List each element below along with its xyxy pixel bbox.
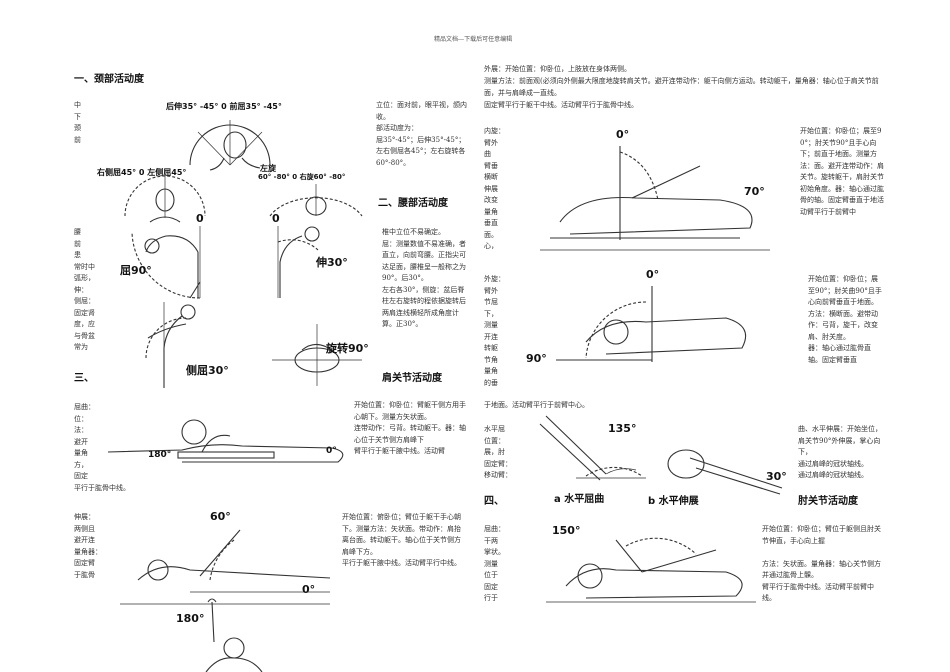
neck-section-title: 一、颈部活动度 — [74, 74, 144, 85]
neck-flex-ext-label: 后伸35° -45° 0 前屈35° -45° — [166, 102, 282, 111]
elbow-deg: 150° — [552, 524, 581, 537]
abduction-text-2: 测量方法：前面观(必须向外侧最大限度地旋转肩关节。避开连带动作：躯干向侧方运动。… — [484, 77, 879, 97]
external-rotation-left-text: 外旋： 臂外 节屈 下， 测量 开连 转躯 节角 量角 的垂 — [484, 275, 505, 387]
page-header: 精品文档---下载后可任意编辑 — [434, 36, 513, 43]
shoulder-extension-figure — [120, 529, 331, 605]
shoulder-extension-left-text: 伸展： 两侧且 避开连 量角器： 固定臂 于肱骨 — [74, 513, 102, 579]
lumbar-rotation-figure — [272, 324, 362, 386]
horizontal-right-text: 曲、水平伸展：开始坐位，肩关节90°外伸展，掌心向下， 通过肩峰的冠状轴线。 通… — [798, 425, 882, 479]
neck-flexion-figure — [189, 120, 271, 171]
neck-right-text: 立位：面对前，眼平视，颌内收。 部活动度为： 屈35°-45°；后伸35°-45… — [376, 101, 467, 167]
lumbar-flexion-label: 屈90° — [120, 264, 152, 277]
elbow-section-title: 肘关节活动度 — [798, 496, 858, 507]
internal-rotation-figure — [540, 146, 770, 251]
shoulder-flexion-deg-b: 0° — [326, 446, 337, 456]
shoulder-extension-right-text: 开始位置：俯卧位；臂位于躯干手心朝下。测量方法：矢状面。带动作：肩抬离台面。转动… — [342, 513, 461, 567]
neck-rotation-label: 60° -80° 0 右旋60° -80° — [258, 173, 346, 181]
neck-rotation-figure — [269, 184, 363, 217]
elbow-left-text: 屈曲： 干两 掌状。 测量 位于 固定 行于 — [484, 525, 505, 602]
external-rotation-figure — [556, 286, 747, 362]
external-rotation-bottom-text: 于地面。活动臂平行于前臂中心。 — [484, 401, 589, 409]
shoulder-flexion-deg-a: 180° — [148, 450, 172, 460]
lumbar-extension-label: 伸30° — [316, 256, 348, 269]
shoulder-title-num: 三、 — [74, 373, 94, 384]
external-rotation-deg-b: 90° — [526, 352, 547, 365]
lumbar-left-text: 腰 前 患 常时中 弧形， 伸： 侧屈： 固定肾 度，应 与骨盆 常为 — [74, 228, 95, 351]
horizontal-deg-a: 135° — [608, 422, 637, 435]
internal-rotation-right-text: 开始位置：仰卧位；展至90°；肘关节90°且手心向下；前直于地面。测量方法：面。… — [800, 127, 884, 216]
external-rotation-right-text: 开始位置：仰卧位；展至90°；肘关曲90°且手心向前臂垂直于地面。方法：横断面。… — [808, 275, 882, 364]
neck-lateral-figure — [124, 175, 206, 223]
neck-lateral-label: 右侧屈45° 0 左侧屈45° — [97, 168, 187, 177]
horizontal-deg-b: 30° — [766, 470, 787, 483]
horizontal-flexion-figure — [539, 415, 646, 481]
lumbar-rotation-label: 旋转90° — [326, 342, 369, 355]
internal-rotation-deg-b: 70° — [744, 185, 765, 198]
abduction-text-1: 外展：开始位置：仰卧位，上肢放在身体两侧。 — [484, 65, 631, 73]
shoulder-section-title: 肩关节活动度 — [382, 373, 442, 384]
horizontal-caption-b: b 水平伸展 — [648, 496, 699, 507]
lumbar-extension-figure — [277, 226, 320, 298]
internal-rotation-deg-a: 0° — [616, 128, 630, 141]
lumbar-zero-a: 0 — [196, 212, 204, 225]
shoulder-abduction-figure — [205, 598, 263, 672]
lumbar-section-title: 二、腰部活动度 — [378, 198, 448, 209]
lumbar-right-text: 椎中立位不易确定。 屈：测量数值不易准确，者直立，向前弯腰。正指尖可达足面，腰椎… — [382, 228, 466, 328]
lumbar-lateral-label: 侧屈30° — [186, 364, 229, 377]
abduction-text-3: 固定臂平行于躯干中线。活动臂平行于肱骨中线。 — [484, 101, 638, 109]
horizontal-extension-figure — [667, 449, 783, 495]
lumbar-flexion-figure — [131, 226, 201, 299]
elbow-flexion-figure — [546, 537, 756, 603]
shoulder-abduction-deg: 180° — [176, 612, 205, 625]
shoulder-flexion-figure — [107, 419, 344, 463]
shoulder-flexion-right-text: 开始位置：仰卧位：臂躯干侧方用手心朝下。测量方矢状面。 连带动作：弓背。转动躯干… — [354, 401, 466, 455]
shoulder-flexion-left-text: 屈曲： 位： 法： 避开 量角 方， 固定 平行于肱骨中线。 — [74, 403, 130, 492]
external-rotation-deg-a: 0° — [646, 268, 660, 281]
internal-rotation-left-text: 内旋： 臂外 曲 臂垂 横断 伸展 改变 量角 垂直 面。 心， — [484, 127, 505, 250]
horizontal-left-text: 水平屈 位置： 展，肘 固定臂： 移动臂： — [484, 425, 512, 479]
neck-side-text: 中 下 颈 前 — [74, 101, 81, 144]
lumbar-zero-b: 0 — [272, 212, 280, 225]
elbow-title-num: 四、 — [484, 496, 504, 507]
shoulder-extension-deg-b: 0° — [302, 583, 316, 596]
lumbar-lateral-figure — [145, 302, 196, 388]
horizontal-caption-a: a 水平屈曲 — [554, 494, 605, 505]
elbow-right-text: 开始位置：仰卧位；臂位于躯侧且肘关节伸直，手心向上握 方法：矢状面。量角器：轴心… — [762, 525, 881, 602]
neck-rot-left-label: 左旋 — [260, 164, 276, 173]
shoulder-extension-deg-a: 60° — [210, 510, 231, 523]
